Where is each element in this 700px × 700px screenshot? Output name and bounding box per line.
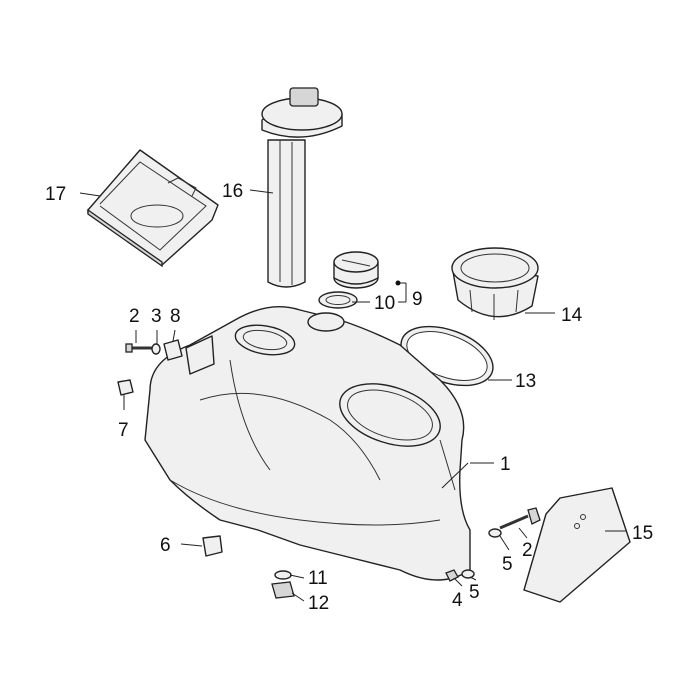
callout-13: 13 [515,371,536,392]
callout-7: 7 [118,420,129,441]
part-4-nut [445,569,459,582]
part-2a-bolt [125,343,152,353]
callout-15: 15 [632,523,653,544]
tank-mounting-tab [185,335,215,375]
callout-10: 10 [374,293,395,314]
part-5b-washer [461,569,475,579]
callout-11: 11 [308,568,328,589]
callout-4: 4 [452,590,463,611]
callout-12: 12 [308,593,329,614]
part-7-clip-nut [117,379,134,396]
part-3-washer [151,343,161,355]
leader-lines [79,189,627,602]
callout-16: 16 [222,181,243,202]
callout-2-left: 2 [129,306,140,327]
callout-3: 3 [151,306,162,327]
callout-5-lower: 5 [469,582,480,603]
callout-8: 8 [170,306,181,327]
callout-2-right: 2 [522,540,533,561]
part-1-fuel-tank [144,305,471,581]
callout-17: 17 [45,184,66,205]
part-9-cap [333,251,379,289]
part-2b-bolt [499,507,541,530]
part-5a-washer [488,528,502,538]
part-12-clip [271,581,295,599]
part-11-washer [274,570,292,580]
part-16-fuel-pump [261,87,343,288]
part-15-plate [523,487,631,603]
part-8-bracket [163,339,183,361]
callout-14: 14 [561,305,583,326]
callout-1: 1 [500,454,511,475]
callout-5-upper: 5 [502,554,513,575]
part-10-gasket [318,291,358,309]
part-17-tray [87,149,219,268]
callout-9: 9 [412,289,423,310]
callout-6: 6 [160,535,171,556]
part-6-grommet [202,535,223,557]
part-14-ring-nut [451,247,539,320]
callout-labels: 17 16 9 10 14 13 1 15 2 3 8 7 6 11 12 5 … [45,181,653,614]
